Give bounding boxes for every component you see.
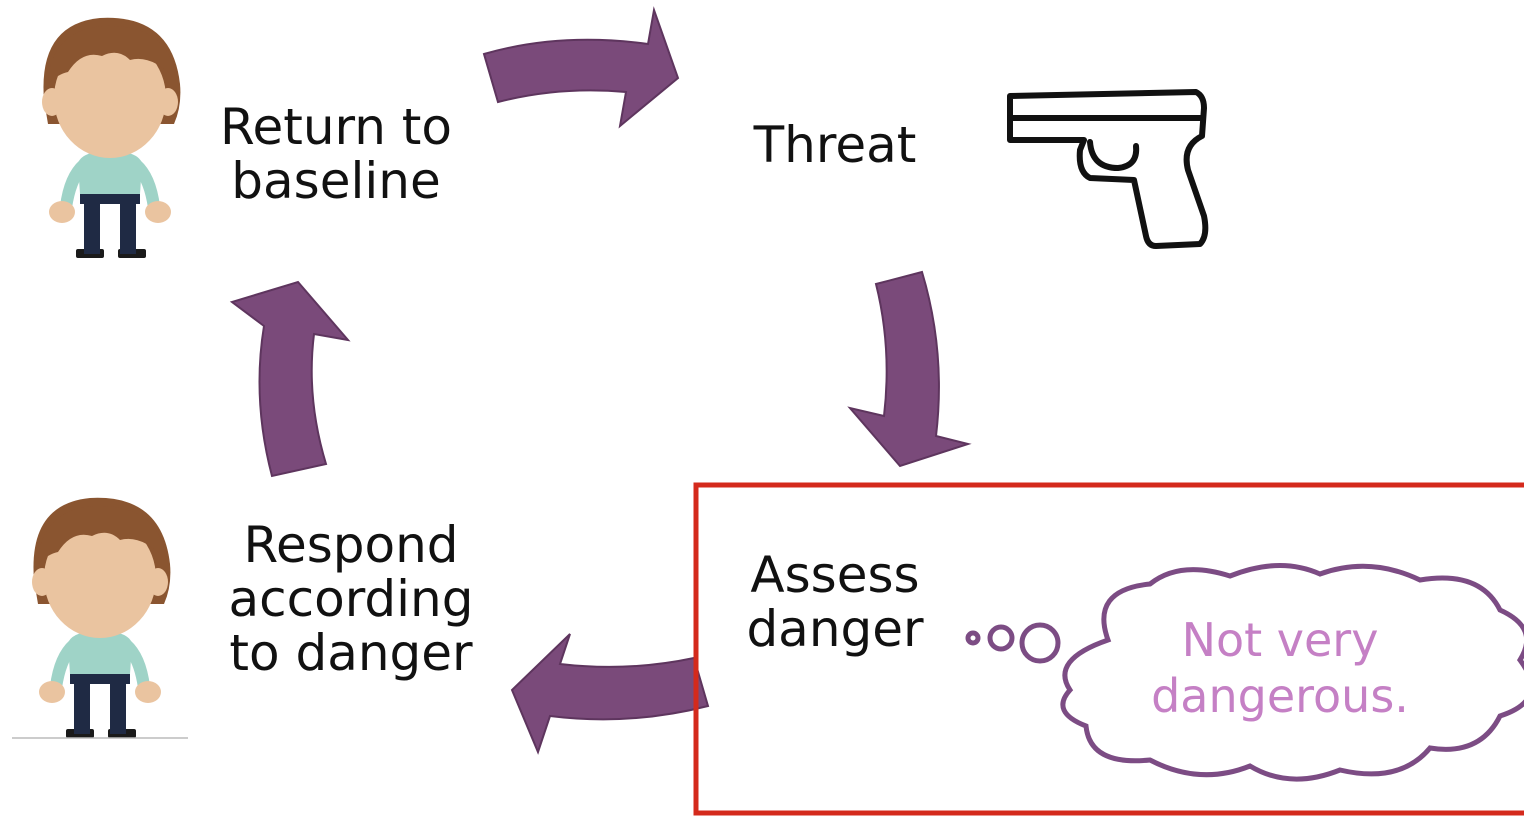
step-label-line: Threat xyxy=(753,116,917,174)
thought-line: Not very xyxy=(1181,613,1379,667)
step-label-line: according xyxy=(228,570,474,628)
step-label-line: Assess xyxy=(750,546,920,604)
step-return-to-baseline: Return to baseline xyxy=(186,100,486,208)
arrow-to-threat xyxy=(482,6,680,129)
step-label-line: Respond xyxy=(243,516,459,574)
thought-text: Not very dangerous. xyxy=(1100,612,1460,724)
step-label-line: danger xyxy=(746,600,924,658)
arrow-to-assess xyxy=(847,270,972,468)
person-icon xyxy=(32,497,171,738)
step-assess-danger: Assess danger xyxy=(700,548,970,656)
person-icon xyxy=(42,17,181,258)
pistol-icon xyxy=(1007,89,1209,249)
step-threat: Threat xyxy=(700,118,970,172)
thought-cloud-icon xyxy=(965,563,1524,782)
step-label-line: to danger xyxy=(229,624,473,682)
step-label-line: baseline xyxy=(231,152,441,210)
arrow-to-return xyxy=(229,280,351,478)
arrow-to-respond xyxy=(510,633,710,755)
thought-line: dangerous. xyxy=(1151,669,1409,723)
step-label-line: Return to xyxy=(219,98,452,156)
highlight-box xyxy=(693,482,1524,816)
step-respond: Respond according to danger xyxy=(186,518,516,680)
